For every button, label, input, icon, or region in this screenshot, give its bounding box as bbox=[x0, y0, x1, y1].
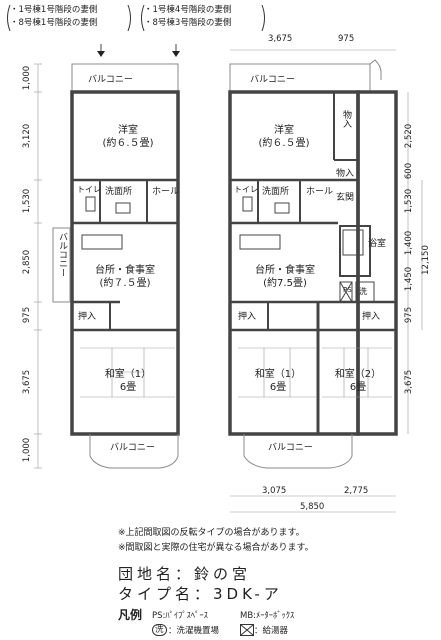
right-balcony-top: バルコニー bbox=[250, 75, 295, 85]
left-balcony-bottom: バルコニー bbox=[110, 443, 155, 453]
right-closet-1: 押入 bbox=[238, 312, 257, 322]
type-name: タイプ名：3DK-ア bbox=[118, 583, 283, 604]
left-western-room-size: (約６.５畳) bbox=[102, 138, 154, 149]
right-japanese-room-2: 和室（2） 6畳 bbox=[326, 368, 390, 394]
right-dim-7: 3,675 bbox=[404, 369, 414, 395]
right-dim-2: 600 bbox=[404, 162, 414, 180]
right-dim-3: 1,530 bbox=[404, 188, 414, 214]
right-toilet: トイレ bbox=[234, 185, 258, 194]
left-dim-4: 2,850 bbox=[22, 249, 32, 275]
right-kitchen-size: (約7.5畳) bbox=[263, 278, 307, 289]
footnote-1: ※上記間取図の反転タイプの場合があります。 bbox=[118, 528, 305, 538]
right-wash-symbol: 洗 bbox=[359, 287, 367, 296]
right-dim-bottom-total: 5,850 bbox=[300, 502, 325, 512]
right-dim-4: 1,400 bbox=[404, 230, 414, 256]
right-japanese-room-2-size: 6畳 bbox=[349, 382, 367, 393]
right-hall: ホール bbox=[306, 187, 334, 197]
legend-wash: ：洗濯機置場 bbox=[168, 626, 220, 636]
left-kitchen-label: 台所・食事室 bbox=[95, 265, 155, 276]
left-western-room: 洋室 (約６.５畳) bbox=[96, 124, 160, 150]
left-dim-6: 3,675 bbox=[22, 369, 32, 395]
complex-name-label: 団地名： bbox=[118, 565, 195, 583]
header-right-note-1: ・1号棟4号階段の妻側 bbox=[144, 5, 232, 15]
left-japanese-room: 和室（1） 6畳 bbox=[96, 368, 160, 394]
right-storage-2: 物入 bbox=[336, 169, 355, 179]
right-dim-6: 975 bbox=[404, 306, 414, 324]
left-japanese-room-label: 和室（1） bbox=[104, 369, 152, 380]
right-bath: 浴室 bbox=[368, 239, 387, 249]
right-japanese-room-1: 和室（1） 6畳 bbox=[246, 368, 310, 394]
footnote-2: ※間取図と実際の住宅が異なる場合があります。 bbox=[118, 543, 314, 553]
right-japanese-room-2-label: 和室（2） bbox=[334, 369, 382, 380]
left-dim-1: 1,000 bbox=[22, 65, 32, 91]
right-balcony-bottom: バルコニー bbox=[268, 443, 313, 453]
right-ps: PS bbox=[343, 286, 352, 294]
left-dim-7: 1,000 bbox=[22, 437, 32, 463]
right-kitchen: 台所・食事室 (約7.5畳) bbox=[244, 264, 326, 290]
bracket-icon bbox=[7, 4, 131, 32]
left-dim-3: 1,530 bbox=[22, 188, 32, 214]
right-closet-2: 押入 bbox=[362, 312, 381, 322]
right-dim-1: 2,520 bbox=[404, 123, 414, 149]
left-japanese-room-size: 6畳 bbox=[119, 382, 137, 393]
right-dim-5: 1,450 bbox=[404, 266, 414, 292]
right-dim-top-2: 975 bbox=[338, 34, 355, 44]
left-balcony-top: バルコニー bbox=[88, 75, 133, 85]
right-washroom: 洗面所 bbox=[262, 187, 290, 197]
left-western-room-label: 洋室 bbox=[118, 125, 138, 136]
header-left-note-2: ・8号棟1号階段の妻側 bbox=[10, 18, 98, 28]
complex-name-value: 鈴の宮 bbox=[194, 565, 252, 583]
header-left-note-1: ・1号棟1号階段の妻側 bbox=[10, 5, 98, 15]
right-kitchen-label: 台所・食事室 bbox=[255, 265, 315, 276]
left-kitchen: 台所・食事室 (約７.５畳) bbox=[84, 264, 166, 290]
right-storage-1: 物入 bbox=[341, 110, 351, 128]
legend-mb: MB:ﾒｰﾀｰﾎﾞｯｸｽ bbox=[240, 611, 295, 621]
left-closet: 押入 bbox=[78, 312, 97, 322]
right-entrance: 玄関 bbox=[336, 193, 355, 203]
left-dim-5: 975 bbox=[22, 306, 32, 324]
right-dim-total: 12,150 bbox=[421, 245, 431, 275]
legend-heater: ：給湯器 bbox=[254, 626, 289, 636]
complex-name: 団地名：鈴の宮 bbox=[118, 563, 251, 584]
right-japanese-room-1-label: 和室（1） bbox=[254, 369, 302, 380]
right-dim-bottom-1: 3,075 bbox=[262, 486, 287, 496]
left-side-balcony: バルコニー bbox=[57, 232, 67, 277]
right-japanese-room-1-size: 6畳 bbox=[269, 382, 287, 393]
left-washroom: 洗面所 bbox=[105, 187, 133, 197]
heater-icon bbox=[240, 624, 254, 636]
legend-wash-symbol: 洗 bbox=[152, 624, 167, 636]
left-kitchen-size: (約７.５畳) bbox=[99, 278, 151, 289]
right-western-room-label: 洋室 bbox=[274, 125, 294, 136]
left-toilet: トイレ bbox=[77, 185, 101, 194]
legend-title: 凡例 bbox=[118, 608, 143, 622]
type-name-label: タイプ名： bbox=[118, 585, 214, 603]
type-name-value: 3DK-ア bbox=[213, 585, 283, 603]
floor-plan-drawing bbox=[34, 44, 423, 513]
right-western-room-size: (約６.５畳) bbox=[258, 138, 310, 149]
legend-ps: PS:ﾊﾟｲﾌﾟｽﾍﾟｰｽ bbox=[152, 611, 208, 621]
header-right-note-2: ・8号棟3号階段の妻側 bbox=[144, 18, 232, 28]
right-western-room: 洋室 (約６.５畳) bbox=[252, 124, 316, 150]
right-dim-top-1: 3,675 bbox=[268, 34, 293, 44]
bracket-icon bbox=[141, 4, 265, 32]
left-hall: ホール bbox=[152, 187, 180, 197]
left-dim-2: 3,120 bbox=[22, 123, 32, 149]
right-dim-bottom-2: 2,775 bbox=[344, 486, 369, 496]
